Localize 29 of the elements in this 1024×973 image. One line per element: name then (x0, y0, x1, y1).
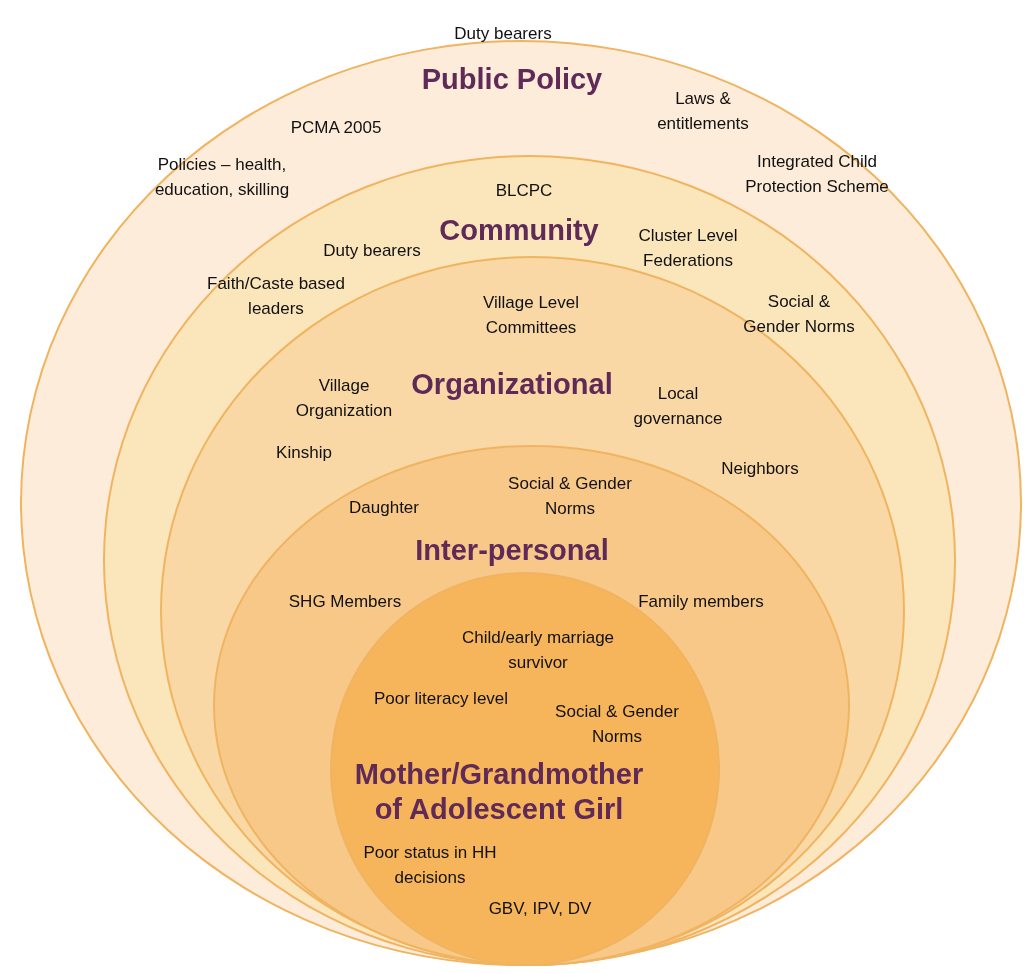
factor-text: Integrated Child Protection Scheme (744, 151, 890, 198)
level-heading: Community (439, 212, 599, 248)
level-heading: Mother/Grandmother of Adolescent Girl (353, 757, 645, 827)
factor-text: Social & Gender Norms (742, 291, 856, 338)
factor-text: Daughter (348, 497, 420, 519)
factor-text: GBV, IPV, DV (487, 898, 593, 920)
factor-text: Child/early marriage survivor (460, 627, 616, 674)
factor-text: Family members (637, 591, 765, 613)
factor-text: Faith/Caste based leaders (206, 273, 346, 320)
factor-text: Village Organization (294, 375, 394, 422)
factor-text: PCMA 2005 (289, 117, 383, 139)
level-heading: Public Policy (421, 61, 603, 97)
factor-text: BLCPC (494, 180, 554, 202)
factor-text: Social & Gender Norms (554, 701, 680, 748)
factor-text: Local governance (632, 383, 724, 430)
factor-text: Duty bearers (322, 240, 422, 262)
level-heading: Inter-personal (415, 532, 609, 568)
factor-text: Social & Gender Norms (507, 473, 633, 520)
factor-text: Village Level Committees (481, 292, 581, 339)
factor-text: Policies – health, education, skilling (153, 154, 291, 201)
factor-text: SHG Members (287, 591, 403, 613)
level-heading: Organizational (411, 366, 613, 402)
factor-text: Kinship (275, 442, 333, 464)
factor-text: Laws & entitlements (656, 88, 750, 135)
factor-text: Neighbors (720, 458, 800, 480)
factor-text: Cluster Level Federations (637, 225, 739, 272)
factor-text: Poor literacy level (372, 688, 510, 710)
factor-text: Duty bearers (453, 23, 553, 45)
factor-text: Poor status in HH decisions (362, 842, 498, 889)
